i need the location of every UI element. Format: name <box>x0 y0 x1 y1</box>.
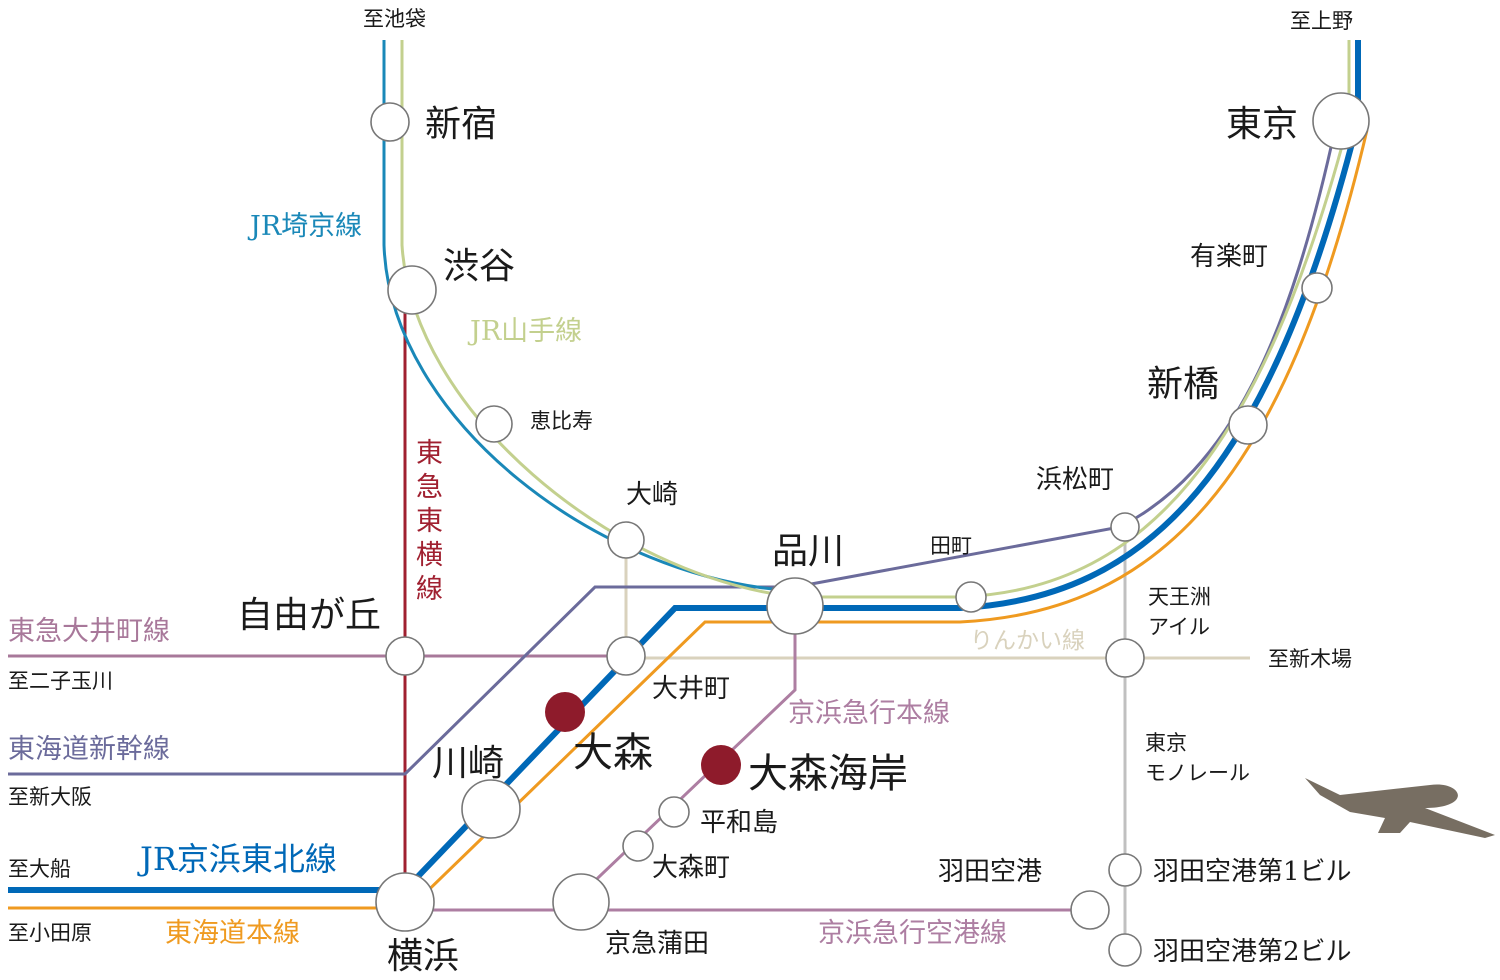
line-label-tokaido-main: 東海道本線 <box>165 918 300 949</box>
line-label-yamanote: JR山手線 <box>467 316 582 347</box>
station-label-haneda-t2: 羽田空港第2ビル <box>1153 937 1352 967</box>
station-node-keikyukamata <box>552 873 610 931</box>
line-label-monorail-2: モノレール <box>1145 761 1250 785</box>
line-label-saikyo: JR埼京線 <box>247 211 362 242</box>
station-node-heiwajima <box>658 796 690 828</box>
line-label-keikyu-airport: 京浜急行空港線 <box>818 918 1007 949</box>
station-node-omorimachi <box>622 830 654 862</box>
airplane-icon <box>1305 778 1495 838</box>
station-label-hamamatsucho: 浜松町 <box>1036 465 1114 495</box>
station-label-tennozu-isle-2: アイル <box>1148 615 1210 639</box>
station-node-shibuya <box>387 265 437 315</box>
direction-ueno: 至上野 <box>1290 9 1353 33</box>
line-label-toyoko-1: 東 <box>416 438 443 469</box>
station-node-jiyugaoka <box>385 636 425 676</box>
line-label-keihin-tohoku: JR京浜東北線 <box>137 840 337 878</box>
station-label-shimbashi: 新橋 <box>1147 364 1219 405</box>
station-node-tennozu-isle <box>1105 638 1145 678</box>
line-label-toyoko-5: 線 <box>416 574 443 605</box>
station-label-tennozu-isle-1: 天王洲 <box>1148 585 1211 609</box>
station-label-shinagawa: 品川 <box>772 531 844 572</box>
station-label-shinjuku: 新宿 <box>425 104 497 145</box>
line-label-oimachi: 東急大井町線 <box>8 616 170 647</box>
line-label-toyoko-2: 急 <box>416 472 443 503</box>
station-label-haneda-airport: 羽田空港 <box>938 857 1042 887</box>
station-label-haneda-t1: 羽田空港第1ビル <box>1153 857 1352 887</box>
station-node-omori <box>545 692 585 732</box>
station-node-oimachi <box>606 636 646 676</box>
station-node-kawasaki <box>461 779 521 839</box>
station-label-jiyugaoka: 自由が丘 <box>237 595 381 636</box>
line-label-toyoko-3: 東 <box>416 506 443 537</box>
station-label-tamachi: 田町 <box>930 534 972 558</box>
station-label-heiwajima: 平和島 <box>700 808 778 838</box>
direction-odawara: 至小田原 <box>8 921 92 945</box>
line-label-monorail-1: 東京 <box>1145 731 1187 755</box>
station-label-yurakucho: 有楽町 <box>1190 242 1268 272</box>
station-label-yokohama: 横浜 <box>387 936 459 977</box>
station-label-shibuya: 渋谷 <box>443 246 515 287</box>
station-node-yokohama <box>375 872 435 932</box>
station-node-ebisu <box>475 405 513 443</box>
station-label-tokyo: 東京 <box>1226 104 1298 145</box>
station-label-kawasaki: 川崎 <box>432 743 504 784</box>
station-node-osaki <box>607 521 645 559</box>
station-node-shinagawa <box>766 577 824 635</box>
station-node-hamamatsucho <box>1110 512 1140 542</box>
station-node-haneda-t2 <box>1108 933 1142 967</box>
station-label-omorikaigan: 大森海岸 <box>748 751 908 797</box>
station-node-shimbashi <box>1228 405 1268 445</box>
station-node-tamachi <box>955 581 987 613</box>
line-label-rinkai: りんかい線 <box>970 628 1085 654</box>
direction-shinkiba: 至新木場 <box>1268 647 1352 671</box>
station-node-tokyo <box>1312 92 1370 150</box>
station-label-ebisu: 恵比寿 <box>530 409 593 433</box>
station-node-yurakucho <box>1301 272 1333 304</box>
line-label-toyoko-4: 横 <box>416 540 443 571</box>
direction-ikebukuro: 至池袋 <box>363 7 426 31</box>
station-label-oimachi: 大井町 <box>652 674 730 704</box>
direction-ofuna: 至大船 <box>8 857 71 881</box>
station-node-haneda-t1 <box>1108 853 1142 887</box>
keikyu-main-line <box>578 612 797 897</box>
station-node-omorikaigan <box>701 745 741 785</box>
station-label-omori: 大森 <box>573 730 653 776</box>
station-label-omorimachi: 大森町 <box>652 853 730 883</box>
direction-shinosaka: 至新大阪 <box>8 785 92 809</box>
line-label-keikyu-main: 京浜急行本線 <box>788 698 950 729</box>
station-node-shinjuku <box>370 102 410 142</box>
station-label-osaki: 大崎 <box>626 480 678 510</box>
line-label-shinkansen: 東海道新幹線 <box>8 734 170 765</box>
station-node-haneda-airport <box>1070 890 1110 930</box>
station-label-keikyukamata: 京急蒲田 <box>605 929 709 959</box>
direction-futako: 至二子玉川 <box>8 669 113 693</box>
